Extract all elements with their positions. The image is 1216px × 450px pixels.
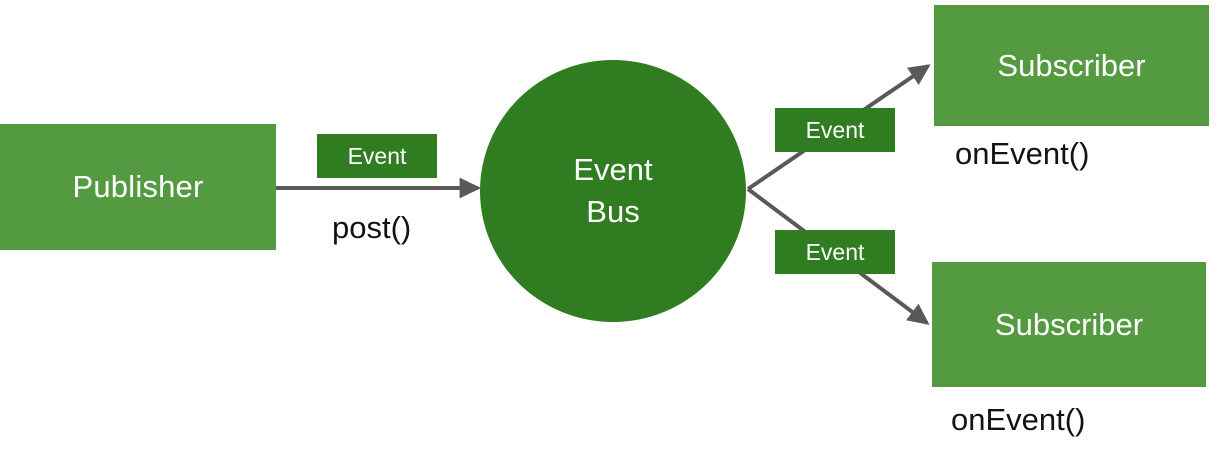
subscriber-top-node[interactable]: Subscriber [934,5,1209,126]
event-bus-label-line1: Event [573,152,653,188]
on-event-top-method-label: onEvent() [955,136,1090,171]
event-tag-publisher-to-bus[interactable]: Event [317,134,437,178]
event-tag-subscriber-top-label: Event [805,116,865,143]
post-method-label: post() [332,210,412,245]
subscriber-bottom-label: Subscriber [994,306,1144,342]
publisher-node[interactable]: Publisher [0,124,276,250]
event-tag-bus-to-subscriber-bottom[interactable]: Event [775,230,895,274]
event-tag-bus-to-subscriber-top[interactable]: Event [775,108,895,152]
event-tag-subscriber-bottom-label: Event [805,238,865,265]
event-bus-node[interactable]: Event Bus [480,60,746,322]
subscriber-bottom-node[interactable]: Subscriber [932,262,1206,387]
event-bus-label-line2: Bus [586,194,640,229]
publisher-label: Publisher [72,169,204,205]
event-tag-post-label: Event [347,142,407,169]
subscriber-top-label: Subscriber [997,47,1146,83]
on-event-bottom-method-label: onEvent() [951,402,1086,437]
